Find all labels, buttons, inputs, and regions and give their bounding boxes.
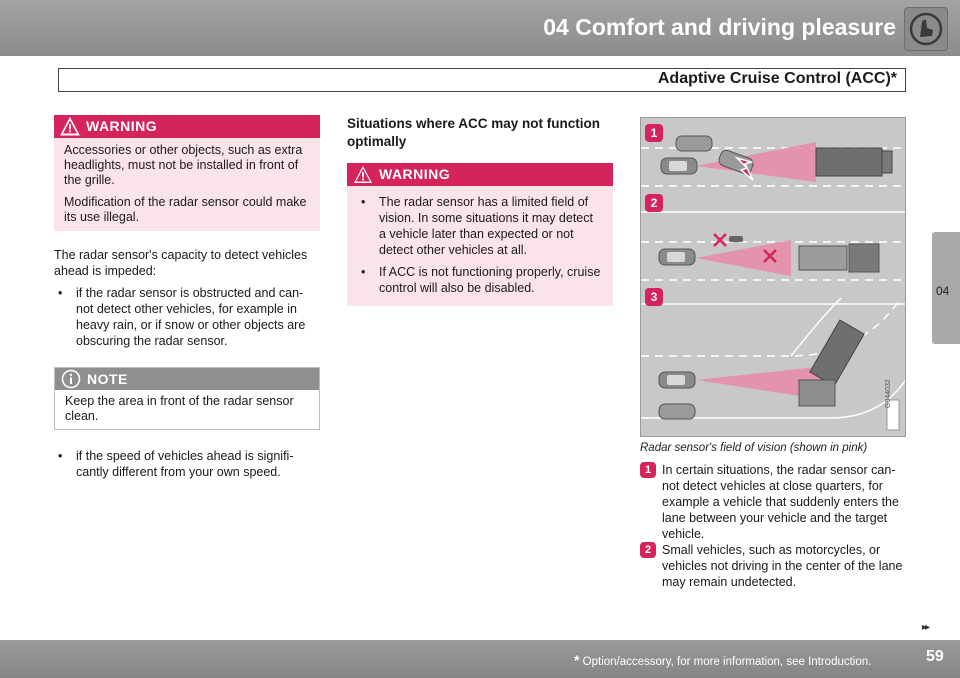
warning-body: Accessories or other objects, such as ex… (54, 138, 320, 231)
chapter-title: 04 Comfort and driving pleasure (543, 14, 896, 40)
column-middle: Situations where ACC may not function op… (347, 115, 613, 306)
info-icon (61, 369, 81, 389)
warning-triangle-icon (354, 166, 372, 183)
list-item: 2 Small vehicles, such as motorcycles, o… (640, 542, 910, 590)
bullet-dot: • (361, 195, 366, 209)
marker-1: 1 (645, 124, 663, 142)
bullet-dot: • (361, 265, 366, 279)
warning-triangle-icon (60, 117, 80, 136)
item-text: In certain situations, the radar sensor … (662, 463, 899, 541)
next-page-arrows[interactable]: ▸▸ (922, 622, 930, 633)
warning-text-1: Accessories or other objects, such as ex… (64, 143, 303, 187)
side-tab-label: 04 (936, 284, 950, 298)
section-heading: Situations where ACC may not function op… (347, 116, 601, 149)
radar-scene (641, 135, 905, 431)
note-label: NOTE (87, 371, 128, 387)
header-bar: 04 Comfort and driving pleasure (0, 0, 960, 56)
section-title: Adaptive Cruise Control (ACC)* (657, 70, 897, 87)
warning-bullet: • If ACC is not functioning properly, cr… (357, 264, 603, 296)
page-number: 59 (926, 648, 944, 665)
chapter-side-tab[interactable]: 04 (932, 232, 960, 344)
marker-2: 2 (645, 194, 663, 212)
intro-paragraph: The radar sensor's capacity to detect ve… (54, 248, 308, 278)
bullet-item: • if the radar sensor is obstructed and … (54, 285, 320, 349)
warning-box: WARNING Accessories or other objects, su… (54, 115, 320, 231)
bullet-dot: • (58, 286, 63, 300)
item-number: 1 (640, 462, 656, 478)
bullet-text: if the speed of vehicles ahead is signif… (76, 449, 294, 479)
figure-code: G044032 (885, 379, 892, 408)
warning-bullet-text: If ACC is not functioning properly, crui… (379, 265, 601, 295)
warning-bullet-text: The radar sensor has a limited field of … (379, 195, 593, 257)
warning-header: WARNING (54, 115, 320, 138)
item-text: Small vehicles, such as motorcycles, or … (662, 543, 903, 589)
footer-text: Option/accessory, for more information, … (582, 656, 872, 668)
column-left: WARNING Accessories or other objects, su… (54, 115, 320, 480)
section-title-box: Adaptive Cruise Control (ACC)* (58, 68, 906, 92)
item-number: 2 (640, 542, 656, 558)
marker-3: 3 (645, 288, 663, 306)
list-item: 1 In certain situations, the radar senso… (640, 462, 910, 542)
warning-box: WARNING • The radar sensor has a limited… (347, 163, 613, 306)
bullet-text: if the radar sensor is obstructed and ca… (76, 286, 306, 348)
footer-note: * Option/accessory, for more information… (574, 652, 871, 668)
warning-bullet: • The radar sensor has a limited field o… (357, 194, 603, 258)
footer-asterisk: * (574, 652, 580, 668)
note-text: Keep the area in front of the radar sens… (65, 394, 294, 423)
warning-header: WARNING (347, 163, 613, 186)
warning-label: WARNING (379, 166, 451, 182)
footer-bar: * Option/accessory, for more information… (0, 640, 960, 678)
warning-label: WARNING (86, 118, 158, 134)
note-header: NOTE (55, 368, 319, 390)
radar-illustration: 1 2 3 G044032 (640, 117, 906, 437)
figure-caption: Radar sensor's field of vision (shown in… (640, 442, 868, 454)
bullet-dot: • (58, 449, 63, 463)
bullet-item: • if the speed of vehicles ahead is sign… (54, 448, 320, 480)
warning-body: • The radar sensor has a limited field o… (347, 186, 613, 306)
note-box: NOTE Keep the area in front of the radar… (54, 367, 320, 430)
seat-icon (904, 7, 948, 51)
warning-text-2: Modification of the radar sensor could m… (64, 195, 307, 224)
